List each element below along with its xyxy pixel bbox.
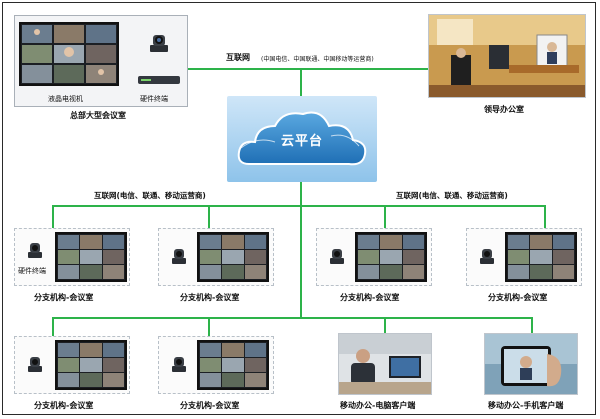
hq-caption: 总部大型会议室 — [70, 111, 126, 120]
line-top-horizontal — [188, 68, 435, 70]
mobile-pc-caption: 移动办公-电脑客户端 — [340, 401, 416, 410]
branch-1-caption: 分支机构-会议室 — [34, 293, 94, 302]
internet-label: 互联网 — [226, 53, 250, 62]
hq-terminal-label: 硬件终端 — [140, 95, 168, 103]
line-bottom-horizontal — [52, 317, 532, 319]
branch-network-label-left: 互联网(电信、联通、移动运营商) — [94, 191, 206, 200]
hq-ptz-camera-icon — [150, 35, 168, 52]
branch-3-caption: 分支机构-会议室 — [340, 293, 400, 302]
cloud-icon — [227, 96, 377, 182]
branch-4-screen — [505, 232, 577, 282]
branch-4-camera-icon — [480, 249, 494, 264]
hq-tv-label: 液晶电视机 — [48, 95, 83, 103]
branch-2-video-grid — [200, 235, 266, 279]
leader-office-photo — [428, 14, 586, 98]
branch-5-screen — [55, 340, 127, 390]
hq-terminal-box-icon — [138, 76, 180, 84]
branch-5-camera-icon — [28, 357, 42, 372]
mobile-phone-photo — [484, 333, 578, 395]
branch-2-caption: 分支机构-会议室 — [180, 293, 240, 302]
cloud-platform: 云平台 — [227, 96, 377, 182]
line-drop-6 — [208, 317, 210, 337]
line-drop-8 — [531, 317, 533, 333]
mobile-pc-image — [339, 334, 431, 394]
mobile-phone-caption: 移动办公-手机客户端 — [488, 401, 564, 410]
line-drop-1 — [52, 205, 54, 229]
branch-5-caption: 分支机构-会议室 — [34, 401, 94, 410]
line-drop-4 — [544, 205, 546, 229]
branch-2-screen — [197, 232, 269, 282]
line-branch-horizontal — [52, 205, 545, 207]
leader-caption: 领导办公室 — [484, 105, 524, 114]
branch-3-camera-icon — [330, 249, 344, 264]
branch-6-caption: 分支机构-会议室 — [180, 401, 240, 410]
branch-6-video-grid — [200, 343, 266, 387]
line-drop-3 — [384, 205, 386, 229]
branch-4-video-grid — [508, 235, 574, 279]
line-top-vertical — [300, 68, 302, 98]
mobile-phone-image — [485, 334, 577, 394]
branch-3-screen — [355, 232, 427, 282]
line-drop-7 — [384, 317, 386, 333]
cloud-label: 云平台 — [280, 134, 323, 149]
line-drop-5 — [52, 317, 54, 337]
line-center-trunk — [300, 205, 302, 318]
hq-video-grid — [22, 25, 116, 83]
branch-1-video-grid — [58, 235, 124, 279]
branch-5-video-grid — [58, 343, 124, 387]
hq-tv-screen — [19, 22, 119, 86]
line-cloud-down — [300, 180, 302, 206]
branch-3-video-grid — [358, 235, 424, 279]
branch-6-screen — [197, 340, 269, 390]
leader-office-image — [429, 15, 585, 97]
branch-4-caption: 分支机构-会议室 — [488, 293, 548, 302]
branch-1-terminal-label: 硬件终端 — [18, 267, 46, 275]
branch-network-label-right: 互联网(电信、联通、移动运营商) — [396, 191, 508, 200]
mobile-pc-photo — [338, 333, 432, 395]
outer-frame — [2, 2, 596, 415]
carriers-label: (中国电信、中国联通、中国移动等运营商) — [261, 56, 374, 63]
branch-1-screen — [55, 232, 127, 282]
line-drop-2 — [208, 205, 210, 229]
branch-2-camera-icon — [172, 249, 186, 264]
branch-1-camera-icon — [28, 243, 42, 258]
branch-6-camera-icon — [172, 357, 186, 372]
